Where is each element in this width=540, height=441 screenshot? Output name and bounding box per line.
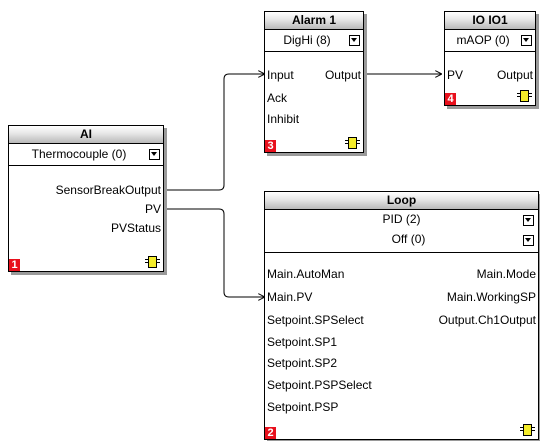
ai-type-value: Thermocouple (0)	[31, 147, 127, 161]
port-ack[interactable]: Ack	[267, 91, 288, 105]
alarm-block[interactable]: Alarm 1 DigHi (8) Input Ack Inhibit Outp…	[264, 11, 364, 153]
block-number-badge: 2	[265, 427, 276, 439]
port-pvstatus[interactable]: PVStatus	[110, 221, 161, 235]
chevron-down-icon[interactable]	[521, 35, 532, 46]
port-input[interactable]: Input	[267, 68, 294, 82]
block-number-badge: 3	[265, 140, 276, 152]
chip-icon	[345, 137, 360, 149]
port-sensorbreakoutput[interactable]: SensorBreakOutput	[55, 183, 161, 197]
chip-icon	[520, 424, 535, 436]
block-number-badge: 4	[445, 93, 456, 105]
chevron-down-icon[interactable]	[349, 35, 360, 46]
ai-type-select[interactable]: Thermocouple (0)	[9, 144, 163, 166]
port-main-workingsp[interactable]: Main.WorkingSP	[446, 290, 536, 304]
port-main-pv[interactable]: Main.PV	[267, 290, 313, 304]
port-main-mode[interactable]: Main.Mode	[476, 267, 536, 281]
chip-icon	[517, 90, 532, 102]
ai-block-title: AI	[9, 126, 163, 144]
port-setpoint-pspselect[interactable]: Setpoint.PSPSelect	[267, 378, 372, 392]
port-output[interactable]: Output	[324, 68, 361, 82]
alarm-type-select[interactable]: DigHi (8)	[265, 30, 363, 52]
loop-tune-select[interactable]: Off (0)	[265, 232, 538, 247]
loop-tune-value: Off (0)	[391, 232, 426, 246]
loop-divider	[265, 252, 538, 253]
loop-mode-value: PID (2)	[382, 212, 421, 226]
loop-block-title: Loop	[265, 192, 538, 210]
chevron-down-icon[interactable]	[523, 235, 534, 246]
port-output[interactable]: Output	[496, 68, 533, 82]
loop-block[interactable]: Loop PID (2) Off (0) Main.AutoMan Main.P…	[264, 191, 539, 440]
chip-icon	[145, 256, 160, 268]
port-pv[interactable]: PV	[447, 68, 464, 82]
port-output-ch1output[interactable]: Output.Ch1Output	[438, 313, 536, 327]
wire-sensorbreak-to-alarm-input[interactable]	[164, 74, 264, 191]
port-setpoint-spselect[interactable]: Setpoint.SPSelect	[267, 313, 364, 327]
port-main-automan[interactable]: Main.AutoMan	[267, 267, 345, 281]
io-block[interactable]: IO IO1 mAOP (0) PV Output 4	[444, 11, 536, 106]
port-setpoint-sp2[interactable]: Setpoint.SP2	[267, 356, 338, 370]
io-block-title: IO IO1	[445, 12, 535, 30]
port-setpoint-sp1[interactable]: Setpoint.SP1	[267, 335, 338, 349]
io-type-value: mAOP (0)	[456, 33, 510, 47]
wire-pv-to-loop-mainpv[interactable]	[164, 208, 264, 297]
alarm-type-value: DigHi (8)	[283, 33, 331, 47]
chevron-down-icon[interactable]	[523, 215, 534, 226]
port-inhibit[interactable]: Inhibit	[267, 112, 300, 126]
loop-mode-select[interactable]: PID (2)	[265, 212, 538, 227]
chevron-down-icon[interactable]	[149, 149, 160, 160]
port-pv[interactable]: PV	[144, 202, 161, 216]
io-type-select[interactable]: mAOP (0)	[445, 30, 535, 52]
block-number-badge: 1	[9, 259, 20, 271]
port-setpoint-psp[interactable]: Setpoint.PSP	[267, 400, 339, 414]
alarm-block-title: Alarm 1	[265, 12, 363, 30]
ai-block[interactable]: AI Thermocouple (0) SensorBreakOutput PV…	[8, 125, 164, 272]
